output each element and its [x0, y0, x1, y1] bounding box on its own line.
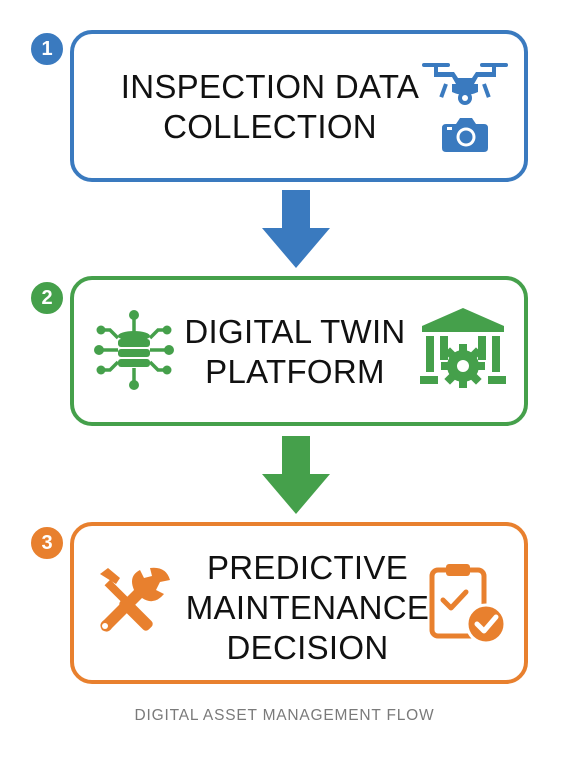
- database-network-icon: [94, 310, 174, 390]
- arrow-2-3: [262, 436, 330, 514]
- step-2-title: DIGITAL TWIN PLATFORM: [150, 312, 440, 392]
- step-1-line-2: COLLECTION: [163, 108, 377, 145]
- step-1-line-1: INSPECTION DATA: [120, 68, 420, 105]
- arrow-1-2: [262, 190, 330, 268]
- step-2-badge: 2: [28, 279, 66, 317]
- step-1-box: [70, 30, 528, 182]
- step-2-line-2: PLATFORM: [205, 353, 385, 390]
- wrench-screwdriver-icon: [100, 567, 170, 632]
- step-3-title: PREDICTIVE MAINTENANCE DECISION: [150, 548, 465, 668]
- camera-icon: [442, 118, 488, 152]
- clipboard-check-icon: [429, 564, 507, 645]
- step-3-box: [70, 522, 528, 684]
- step-3-line-1: PREDICTIVE: [206, 549, 409, 586]
- drone-icon: [422, 63, 508, 105]
- building-gear-icon: [420, 308, 506, 388]
- step-2-line-1: DIGITAL TWIN: [184, 313, 406, 350]
- step-1-badge: 1: [28, 30, 66, 68]
- step-3-line-2: MAINTENANCE: [185, 589, 430, 626]
- step-3-badge: 3: [28, 524, 66, 562]
- step-3-line-3: DECISION: [226, 629, 389, 666]
- step-1-title: INSPECTION DATA COLLECTION: [110, 67, 430, 147]
- diagram-caption: DIGITAL ASSET MANAGEMENT FLOW: [134, 707, 435, 724]
